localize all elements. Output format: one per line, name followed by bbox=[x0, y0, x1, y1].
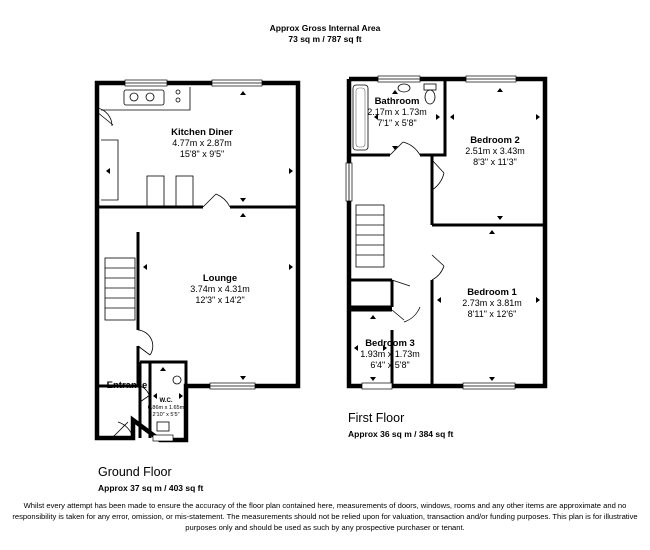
toilet-icon bbox=[156, 421, 170, 432]
ground-floor-area: Approx 37 sq m / 403 sq ft bbox=[98, 483, 204, 493]
lounge-metric: 3.74m x 4.31m bbox=[190, 284, 250, 294]
door-hall bbox=[137, 329, 154, 356]
disclaimer-text: Whilst every attempt has been made to en… bbox=[12, 501, 638, 532]
kitchen-name: Kitchen Diner bbox=[171, 127, 233, 138]
door-entrance bbox=[111, 421, 134, 439]
bathroom-imperial: 7'1" x 5'8" bbox=[377, 118, 416, 128]
door-wc bbox=[139, 385, 151, 403]
bedroom2-metric: 2.51m x 3.43m bbox=[465, 146, 525, 156]
bedroom1-imperial: 8'11" x 12'6" bbox=[468, 309, 517, 319]
staircase-ground bbox=[104, 257, 136, 321]
wc-imperial: 2'10" x 5'5" bbox=[152, 412, 179, 418]
basin-bathroom-icon bbox=[397, 83, 411, 93]
window-bedroom3 bbox=[361, 382, 393, 390]
window-wc bbox=[152, 434, 174, 442]
toilet-bathroom-icon bbox=[424, 89, 436, 105]
first-floor-label: First Floor bbox=[348, 411, 405, 425]
gross-area-value: 73 sq m / 787 sq ft bbox=[288, 34, 362, 44]
door-bedroom1 bbox=[431, 254, 445, 281]
first-floor-plan: Bathroom 2.17m x 1.73m 7'1" x 5'8" Bedro… bbox=[345, 75, 548, 390]
bedroom2-imperial: 8'3" x 11'3" bbox=[473, 157, 517, 167]
door-bathroom bbox=[389, 141, 421, 156]
bedroom3-name: Bedroom 3 bbox=[365, 338, 415, 349]
ground-floor-label: Ground Floor bbox=[98, 465, 172, 479]
wc-name: W.C. bbox=[160, 398, 173, 404]
basin-icon bbox=[172, 375, 182, 385]
bath-icon bbox=[352, 84, 369, 151]
first-floor-area: Approx 36 sq m / 384 sq ft bbox=[348, 429, 454, 439]
door-bedroom3 bbox=[391, 306, 421, 323]
sink-icon bbox=[123, 89, 165, 106]
lounge-imperial: 12'3" x 14'2" bbox=[195, 295, 244, 305]
bathroom-name: Bathroom bbox=[375, 96, 420, 107]
door-lounge bbox=[202, 193, 231, 208]
door-kitchen bbox=[96, 107, 114, 127]
staircase-first bbox=[355, 204, 385, 268]
bedroom1-metric: 2.73m x 3.81m bbox=[462, 298, 522, 308]
ground-floor-plan: Kitchen Diner 4.77m x 2.87m 15'8" x 9'5"… bbox=[94, 79, 301, 443]
bedroom2-name: Bedroom 2 bbox=[470, 135, 520, 146]
bedroom3-imperial: 6'4" x 5'8" bbox=[370, 360, 409, 370]
entrance-name: Entrance bbox=[107, 380, 148, 391]
bathroom-metric: 2.17m x 1.73m bbox=[367, 107, 427, 117]
hob-icon bbox=[175, 89, 181, 95]
kitchen-metric: 4.77m x 2.87m bbox=[172, 138, 232, 148]
bedroom3-metric: 1.93m x 1.73m bbox=[360, 349, 420, 359]
lounge-name: Lounge bbox=[203, 273, 237, 284]
gross-area-title: Approx Gross Internal Area bbox=[269, 23, 381, 33]
wc-metric: 0.86m x 1.65m bbox=[148, 405, 185, 411]
door-bedroom2 bbox=[431, 159, 445, 191]
bedroom1-name: Bedroom 1 bbox=[467, 287, 517, 298]
kitchen-imperial: 15'8" x 9'5" bbox=[180, 149, 224, 159]
